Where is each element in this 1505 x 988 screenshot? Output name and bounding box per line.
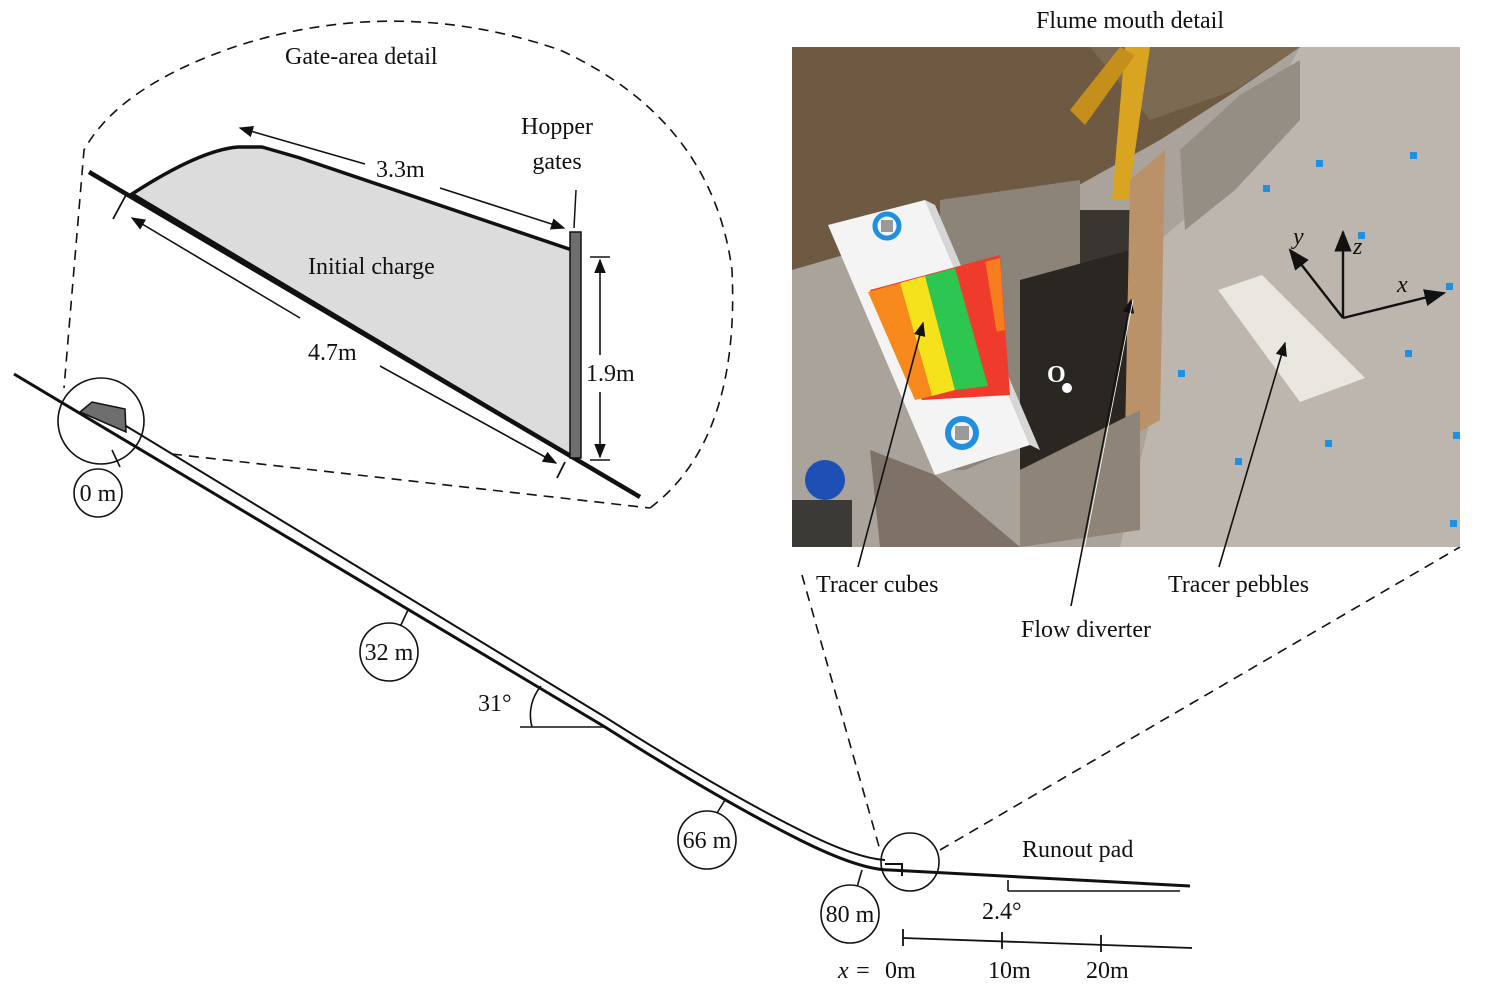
scale-20: 20m xyxy=(1086,958,1129,984)
scale-0: 0m xyxy=(885,958,916,984)
dim-top-arrow-b xyxy=(439,187,566,230)
worker-helmet xyxy=(805,460,845,500)
gate-detail-title: Gate-area detail xyxy=(285,44,438,70)
station-markers xyxy=(73,449,880,944)
tracer-band-red xyxy=(955,260,1005,386)
dim-slope-arrow-a xyxy=(130,217,301,319)
station-32-circle xyxy=(359,622,419,682)
flume-profile xyxy=(13,372,1191,888)
tracer-cubes-label: Tracer cubes xyxy=(816,572,938,598)
axis-z-label: z xyxy=(1352,234,1363,260)
station-80-circle xyxy=(820,884,880,944)
station-66-circle xyxy=(677,810,737,870)
hopper-label-1: Hopper xyxy=(521,114,593,140)
runout-pad-label: Runout pad xyxy=(1022,837,1133,863)
flume-mouth-title: Flume mouth detail xyxy=(1036,8,1224,34)
runout-pad-surface xyxy=(1120,47,1460,547)
initial-charge-label: Initial charge xyxy=(308,254,435,280)
station-80-label: 80 m xyxy=(826,902,875,928)
profile-gate-charge xyxy=(78,401,127,434)
coordinate-axes xyxy=(1288,229,1447,320)
tracer-band-green xyxy=(925,268,988,390)
scale-prefix: x = xyxy=(837,958,871,984)
dim-slope-label: 4.7m xyxy=(308,340,357,366)
origin-label: O xyxy=(1047,362,1066,388)
station-66-label: 66 m xyxy=(683,828,732,854)
dim-top-label: 3.3m xyxy=(376,157,425,183)
slope-angle-label: 31° xyxy=(478,691,512,717)
runout-angle xyxy=(1007,880,1180,892)
axis-y-label: y xyxy=(1291,224,1304,250)
gate-bed-line xyxy=(87,170,642,499)
tracer-cubes-leader xyxy=(857,321,926,568)
distance-scale xyxy=(902,929,1193,952)
tracer-band-yellow xyxy=(900,276,955,396)
axis-x-label: x xyxy=(1396,272,1408,298)
tracer-pebble-patch xyxy=(1218,275,1365,402)
flume-right-wall xyxy=(1125,150,1165,440)
station-0-circle xyxy=(73,468,123,518)
flume-channel-floor xyxy=(1020,250,1130,470)
flume-mouth-callout xyxy=(801,546,1461,892)
flume-mouth-photo xyxy=(792,47,1460,547)
hopper-label-2: gates xyxy=(532,149,581,175)
slope-angle xyxy=(520,685,605,728)
gate-detail-callout xyxy=(57,20,734,509)
scale-10: 10m xyxy=(988,958,1031,984)
dim-top-arrow-a xyxy=(238,126,366,165)
dim-slope-arrow-b xyxy=(379,365,558,464)
flow-diverter-leader-a xyxy=(1070,298,1135,607)
tracer-pebbles-label: Tracer pebbles xyxy=(1168,572,1309,598)
tracer-pebbles-leader xyxy=(1218,341,1287,568)
station-32-label: 32 m xyxy=(365,640,414,666)
runout-angle-label: 2.4° xyxy=(982,899,1022,925)
excavator-arm xyxy=(1112,47,1150,200)
origin-point xyxy=(1062,383,1072,393)
flow-diverter-label: Flow diverter xyxy=(1021,617,1151,643)
station-0-label: 0 m xyxy=(80,481,117,507)
hopper-gate xyxy=(569,231,582,459)
initial-charge-shape xyxy=(128,145,574,461)
dim-height-label: 1.9m xyxy=(586,361,635,387)
